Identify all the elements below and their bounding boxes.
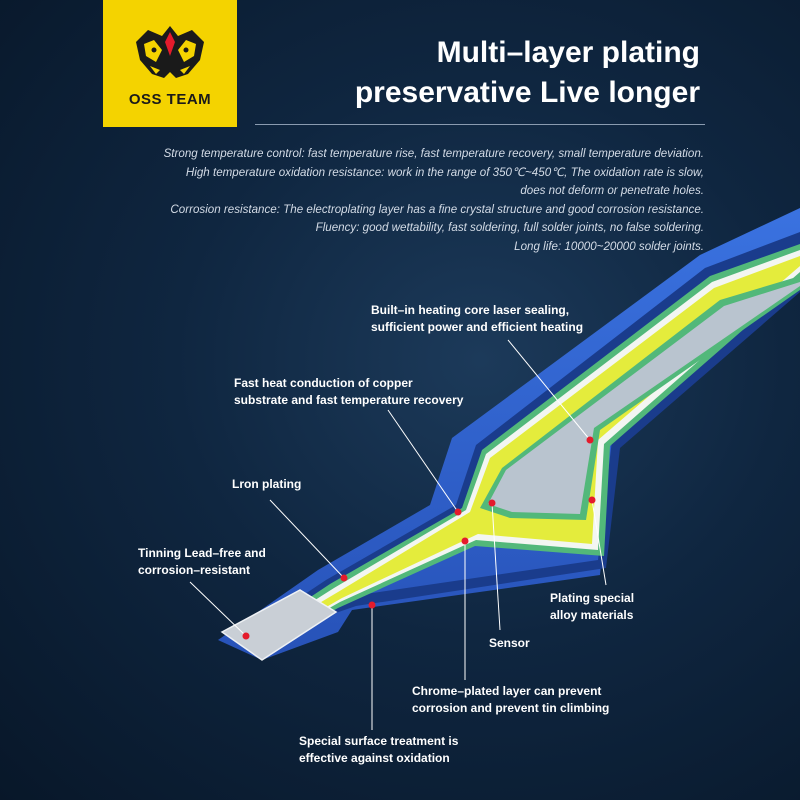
callout-surface: Special surface treatment is effective a…	[299, 733, 458, 767]
leader-line	[507, 339, 591, 441]
tinned-tip	[220, 589, 338, 661]
callout-text: sufficient power and efficient heating	[371, 320, 584, 334]
callout-text: Plating special	[550, 591, 635, 605]
description-line: Fluency: good wettability, fast solderin…	[315, 221, 704, 234]
callout-text: alloy materials	[550, 608, 634, 622]
callout-text: effective against oxidation	[299, 751, 450, 765]
leader-line	[189, 581, 247, 637]
callout-dot	[242, 632, 250, 640]
headline-line-1: Multi–layer plating	[436, 36, 700, 69]
callout-dot	[454, 508, 462, 516]
callout-chrome: Chrome–plated layer can prevent corrosio…	[412, 683, 609, 717]
callout-heating-core: Built–in heating core laser sealing, suf…	[371, 302, 583, 336]
brand-logo: OSS TEAM	[103, 0, 237, 127]
leader-line	[591, 499, 607, 586]
headline-divider	[255, 124, 705, 125]
description-line: High temperature oxidation resistance: w…	[185, 165, 704, 179]
headline-line-2: preservative Live longer	[354, 76, 700, 109]
description-line: Corrosion resistance: The electroplating…	[170, 202, 704, 216]
callout-tinning: Tinning Lead–free and corrosion–resistan…	[138, 545, 266, 579]
leader-line	[491, 502, 501, 631]
heating-core	[488, 282, 800, 514]
callout-iron: Lron plating	[232, 476, 301, 493]
callout-copper: Fast heat conduction of copper substrate…	[234, 375, 463, 409]
callout-dot	[340, 574, 348, 582]
callout-alloy: Plating special alloy materials	[550, 590, 634, 624]
callout-dot	[488, 499, 496, 507]
twin-panther-head-icon	[136, 26, 204, 78]
callout-dot	[588, 496, 596, 504]
callout-dot	[586, 436, 594, 444]
brand-name: OSS TEAM	[128, 91, 212, 108]
callout-text: Special surface treatment is	[299, 734, 459, 748]
callout-text: substrate and fast temperature recovery	[234, 393, 464, 407]
headline: Multi–layer plating preservative Live lo…	[355, 33, 700, 113]
feature-description: Strong temperature control: fast tempera…	[64, 145, 704, 256]
callout-dot	[461, 537, 469, 545]
callout-text: Built–in heating core laser sealing,	[371, 303, 570, 317]
callout-text: Sensor	[489, 636, 530, 650]
callout-text: Lron plating	[232, 477, 302, 491]
leader-line	[387, 409, 459, 513]
description-line: Strong temperature control: fast tempera…	[163, 147, 704, 160]
description-line: Long life: 10000~20000 solder joints.	[514, 239, 704, 253]
callout-text: Chrome–plated layer can prevent	[412, 684, 602, 698]
callout-text: Fast heat conduction of copper	[234, 376, 413, 390]
callout-text: corrosion and prevent tin climbing	[412, 701, 610, 715]
leader-line	[269, 499, 345, 579]
description-line: does not deform or penetrate holes.	[520, 184, 704, 197]
callout-sensor: Sensor	[489, 635, 530, 652]
callout-text: corrosion–resistant	[138, 563, 251, 577]
callout-text: Tinning Lead–free and	[138, 546, 266, 560]
callout-dot	[368, 601, 376, 609]
